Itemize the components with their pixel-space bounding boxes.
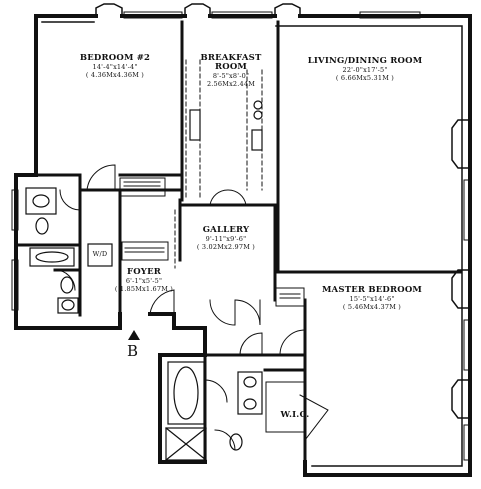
exterior-wall-inner [41,21,463,467]
gallery-name: GALLERY [202,225,250,235]
breakfast-dim-ft: 8'-5"x8'-0" [212,72,250,80]
living-dim-ft: 22'-0"x17'-5" [342,66,388,74]
bath-fixtures [25,100,263,461]
wic-name: W.I.C. [280,410,310,420]
bedroom2-label: BEDROOM #2 14'-4"x14'-4" ( 4.36Mx4.36M ) [70,53,160,80]
master-label: MASTER BEDROOM 15'-5"x14'-6" ( 5.46Mx4.3… [312,285,432,312]
breakfast-name-1: BREAKFAST [200,53,262,63]
living-label: LIVING/DINING ROOM 22'-0"x17'-5" ( 6.66M… [300,56,430,83]
foyer-dim-ft: 6'-1"x5'-5" [125,277,163,285]
windows [11,11,471,461]
bedroom2-dim-m: ( 4.36Mx4.36M ) [85,71,145,79]
gallery-label: GALLERY 9'-11"x9'-6" ( 3.02Mx2.97M ) [186,225,266,252]
section-marker-b: B [127,342,139,360]
door-swings [54,164,329,451]
gallery-dim-ft: 9'-11"x9'-6" [205,235,247,243]
window-bays [95,3,471,419]
gallery-dim-m: ( 3.02Mx2.97M ) [196,243,256,251]
master-dim-m: ( 5.46Mx4.37M ) [342,303,402,311]
section-marker-triangle [128,330,140,340]
master-name: MASTER BEDROOM [321,285,423,295]
living-dim-m: ( 6.66Mx5.31M ) [335,74,395,82]
interior-walls [14,20,462,464]
breakfast-dim-m: 2.56Mx2.44M [206,80,256,88]
breakfast-label: BREAKFAST ROOM 8'-5"x8'-0" 2.56Mx2.44M [196,53,266,89]
wic-label: W.I.C. [272,411,318,420]
foyer-label: FOYER 6'-1"x5'-5" ( 1.85Mx1.67M ) [114,267,174,294]
master-dim-ft: 15'-5"x14'-6" [349,295,395,303]
washer-dryer-text: W/D [92,250,108,258]
exterior-walls [14,14,472,477]
bedroom2-dim-ft: 14'-4"x14'-4" [92,63,138,71]
foyer-dim-m: ( 1.85Mx1.67M ) [114,285,174,293]
living-name: LIVING/DINING ROOM [307,56,423,66]
breakfast-name-2: ROOM [214,62,248,72]
washer-dryer-label: W/D [88,250,112,258]
bedroom2-name: BEDROOM #2 [79,53,151,63]
closets [119,177,305,433]
foyer-name: FOYER [126,267,162,277]
